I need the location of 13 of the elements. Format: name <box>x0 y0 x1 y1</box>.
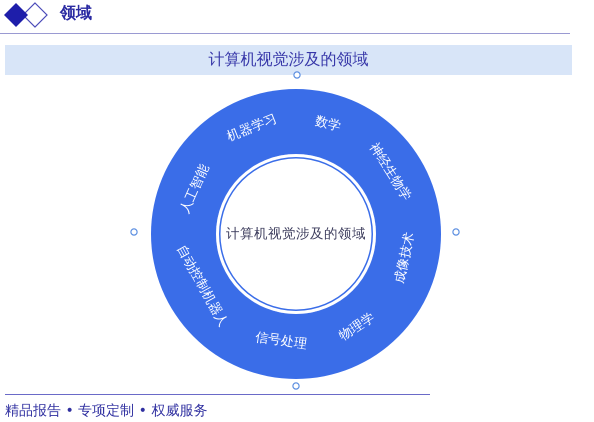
domain-label: 物理学 <box>336 310 378 344</box>
band-title: 计算机视觉涉及的领域 <box>208 50 368 70</box>
title-band <box>5 45 572 75</box>
domain-label: 成像技术 <box>392 231 418 285</box>
domain-label: 自动控制机器人 <box>173 242 231 330</box>
page-heading: 领域 <box>60 3 92 24</box>
domain-label: 信号处理 <box>254 330 308 352</box>
domain-label: 人工智能 <box>178 162 212 216</box>
center-label: 计算机视觉涉及的领域 <box>226 226 366 242</box>
domain-label: 数学 <box>314 114 342 134</box>
footer-slogan: 精品报告 • 专项定制 • 权威服务 <box>5 402 208 420</box>
domain-label: 机器学习 <box>225 111 279 145</box>
domain-label: 神经生物学 <box>366 140 414 204</box>
